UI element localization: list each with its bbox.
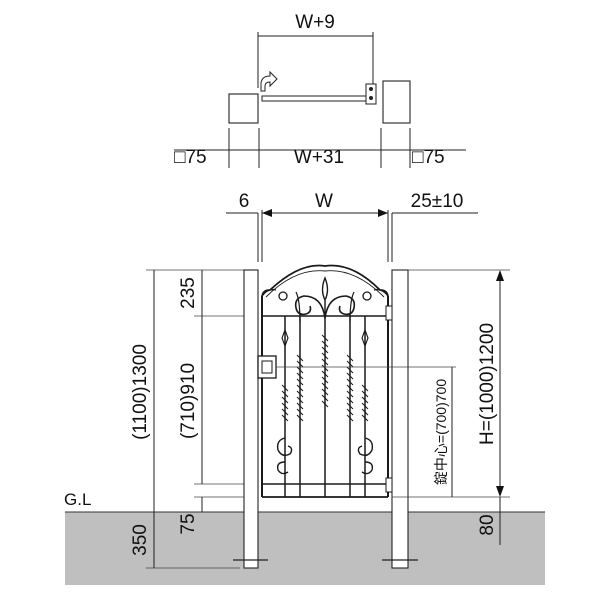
- twist-bar-4: [346, 354, 354, 422]
- gap-right-label: 25±10: [411, 191, 464, 212]
- arch-corner-right: [373, 288, 389, 297]
- gate-arch: [261, 264, 389, 299]
- dim-total-label: (1100)1300: [130, 344, 151, 440]
- scroll-top-left: [294, 295, 326, 319]
- spear-bar-5: [361, 328, 369, 348]
- dim-bottom-right-label: 80: [477, 514, 498, 535]
- dim-top-label: 235: [178, 277, 199, 309]
- dim-arrow-icon: [496, 486, 504, 497]
- gap-left-label: 6: [239, 191, 250, 212]
- dim-lock-label: 錠中心=(700)700: [433, 379, 449, 485]
- gate-leaf: [257, 264, 393, 498]
- ground-area: [65, 512, 545, 585]
- dim-embed-label: 350: [130, 524, 151, 556]
- twist-bar-5: [361, 384, 369, 422]
- plan-left-post-label: □75: [174, 147, 207, 168]
- twist-bar-2: [296, 354, 304, 422]
- left-post: [243, 269, 259, 569]
- plan-right-post-label: □75: [412, 147, 445, 168]
- scroll-top-right: [324, 295, 356, 319]
- twist-ornaments: [281, 334, 369, 422]
- twist-bar-1: [281, 384, 289, 422]
- plan-gate-leaf: [261, 95, 367, 102]
- plan-right-post: [382, 80, 411, 124]
- twist-bar-3: [321, 334, 329, 408]
- gate-width-label: W: [315, 191, 333, 212]
- plan-top-width-label: W+9: [295, 12, 335, 33]
- right-dimensions: H=(1000)1200 錠中心=(700)700 80: [276, 269, 510, 545]
- dim-body-label: (710)910: [178, 363, 199, 439]
- dim-bottom-label: 75: [178, 513, 199, 534]
- hinge-bottom: [385, 477, 393, 493]
- scroll-lower-left-1: [276, 437, 293, 457]
- plan-left-post: [228, 93, 259, 124]
- spear-bar-1: [281, 328, 289, 348]
- plan-mid-width-label: W+31: [294, 147, 344, 168]
- plan-hinge: [365, 83, 377, 105]
- hinge-top: [385, 305, 393, 321]
- plan-hinge-pin-bottom: [369, 96, 373, 100]
- dim-arrow-icon: [378, 209, 388, 217]
- scroll-lower-right-1: [357, 437, 374, 457]
- plan-hinge-pin-top: [369, 87, 373, 91]
- elevation-top-dims: 6 W 25±10: [226, 191, 478, 262]
- dim-height-label: H=(1000)1200: [477, 323, 498, 445]
- scroll-lower-right-2: [361, 461, 374, 475]
- ground-level-label: G.L: [64, 490, 91, 509]
- dim-arrow-icon: [496, 270, 504, 281]
- dim-arrow-icon: [262, 209, 272, 217]
- plan-view: W+9 □75 W+31 □75: [174, 12, 466, 168]
- lock-keyhole-icon: [261, 360, 273, 374]
- arch-corner-left: [261, 288, 277, 297]
- gate-arch-inner: [265, 270, 385, 298]
- finial-right: [362, 291, 372, 301]
- finial-left: [278, 291, 288, 301]
- center-leaf-ornament: [321, 276, 329, 302]
- scroll-lower-left-2: [276, 461, 289, 475]
- open-direction-arrow-icon: [260, 70, 278, 92]
- right-post: [391, 269, 409, 569]
